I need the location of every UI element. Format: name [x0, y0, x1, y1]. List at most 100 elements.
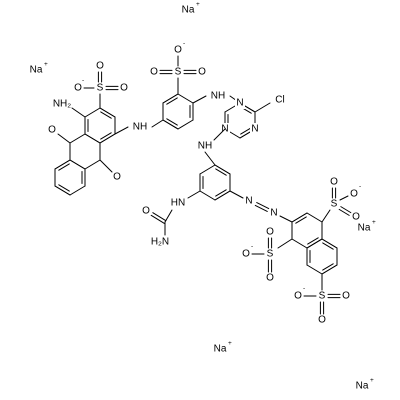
ring-d-dbl-1: [162, 93, 179, 104]
urea-nh: HN: [171, 198, 185, 209]
sulfonate-4-oxygen-top: O: [266, 227, 274, 238]
ring-a-dbl-2-inner: [100, 132, 112, 140]
triazine-n-2: N: [251, 124, 258, 135]
sulfonate-1-oxygen-right: O: [120, 83, 128, 94]
naphthalene-ring-2-bond: [306, 264, 323, 275]
ring-c-dbl-3: [54, 159, 71, 170]
urea-bond-1: [187, 190, 201, 199]
na-ion-2: Na: [30, 65, 43, 76]
sulfonate-4-oxygen-minus: O: [242, 249, 250, 260]
ring-d-dbl-3-inner: [166, 118, 178, 126]
triazine-n-2-bg: [250, 123, 260, 135]
ring-d-dbl-3: [162, 119, 179, 130]
na-ion-1: Na: [182, 5, 195, 16]
urea-nh2: H₂N: [151, 237, 169, 248]
sulfonate-3-sulfur: S: [331, 199, 338, 210]
sulfonate-3-so-right: [338, 208, 350, 216]
sulfonate-2-oxygen-right: O: [198, 67, 206, 78]
sulfonate-5-oxygen-right: O: [342, 291, 350, 302]
quinone-oxygen-1: O: [113, 172, 121, 183]
nh-link-2: NH: [211, 91, 225, 102]
naphthalene-ring-2-bond: [306, 238, 323, 249]
sulfonate-1-oxygen-top: O: [96, 61, 104, 72]
na-ion-5: Na: [356, 381, 369, 392]
ring-c-dbl-3-inner: [58, 163, 70, 171]
azo-n-1: N: [245, 196, 252, 207]
sulfonate-3-so-right-2: [340, 206, 352, 214]
anthraquinone-ring-b-bond: [69, 133, 86, 144]
na-ion-5-charge: +: [370, 377, 374, 384]
nh-link-3-bond: [213, 128, 226, 141]
chlorine-atom: Cl: [275, 95, 284, 106]
ring-a-dbl-1: [99, 107, 116, 118]
nh-link-1: NH: [133, 122, 147, 133]
quinone-bond-2: [57, 133, 71, 144]
ring-c-dbl-2: [54, 185, 71, 196]
chloro-bond: [254, 102, 271, 113]
ring-e-dbl-1: [214, 164, 231, 175]
naphthalene-ring-1-bond: [306, 212, 323, 223]
azo-double-bond: [254, 204, 268, 212]
sulfonate-3-oxygen-minus: O: [350, 189, 358, 200]
ring-e-dbl-2-inner: [215, 189, 227, 197]
sulfonate-2-charge: -: [183, 40, 185, 47]
sulfonate-1-sulfur: S: [97, 83, 104, 94]
sulfonate-4-oxygen-bottom: O: [266, 273, 274, 284]
naph-2-dbl-2-inner: [322, 263, 334, 271]
naph-2-dbl-1-inner: [322, 242, 334, 250]
ring-d-dbl-1-inner: [166, 97, 178, 105]
sulfonate-2-oxygen-minus: O: [174, 45, 182, 56]
sulfonate-3-oxygen-right: O: [352, 212, 360, 223]
urea-oxygen: O: [142, 206, 150, 217]
urea-bond-2: [164, 209, 173, 223]
ring-e-dbl-2: [214, 190, 231, 201]
na-ion-4: Na: [214, 344, 227, 355]
sulfonate-4-sulfur: S: [267, 249, 274, 260]
naph-2-dbl-1: [321, 238, 338, 249]
triazine-n-1-bg: [235, 97, 245, 109]
quinone-oxygen-2: O: [48, 125, 56, 136]
sulfonate-5-sulfur: S: [319, 291, 326, 302]
ring-c-dbl-2-inner: [58, 184, 70, 192]
na-ion-3: Na: [358, 223, 371, 234]
triazine-dbl-2-inner: [240, 127, 252, 135]
nh-link-1-bond-2: [151, 119, 164, 128]
anthraquinone-ring-c-bond: [69, 159, 86, 170]
azo-bond-1: [229, 190, 244, 199]
anthraquinone-ring-b-bond: [84, 133, 101, 144]
naph-1-dbl-1: [291, 212, 308, 223]
sulfonate-1-charge: -: [82, 77, 84, 84]
anthraquinone-ring-b-bond: [84, 159, 101, 170]
naph-1-dbl-1-inner: [295, 216, 307, 224]
phenyl-ring-d-bond: [177, 119, 194, 130]
nh-link-3: NH: [198, 141, 212, 152]
urea-carbonyl-2: [150, 214, 165, 224]
sulfonate-4-bond: [277, 238, 293, 249]
naph-2-dbl-2: [321, 264, 338, 275]
sulfonate-5-oxygen-bottom: O: [318, 315, 326, 326]
nh-link-2-bond: [192, 95, 207, 104]
triazine-n-1: N: [236, 98, 243, 109]
anthraquinone-ring-a-bond: [84, 107, 101, 118]
sulfonate-3-oxygen-top: O: [330, 177, 338, 188]
nh-link-3-bond-2: [204, 151, 216, 166]
azo-double-bond-2: [256, 202, 270, 210]
phenyl-ring-d-bond: [177, 93, 194, 104]
naph-1-dbl-2-inner: [307, 237, 319, 245]
anthraquinone-ring-c-bond: [69, 185, 86, 196]
azo-bond-2: [279, 215, 293, 223]
sulfonate-4-charge: -: [251, 243, 253, 250]
naphthalene-ring-1-bond: [291, 238, 308, 249]
ring-a-dbl-2: [99, 133, 116, 144]
na-ion-1-charge: +: [196, 1, 200, 8]
sulfonate-3-bond: [321, 209, 331, 223]
sulfonate-2-oxygen-left: O: [150, 67, 158, 78]
phenyl-ring-e-bond: [199, 164, 216, 175]
nh-link-1-bond: [114, 126, 129, 135]
na-ion-4-charge: +: [228, 340, 232, 347]
na-ion-2-charge: +: [44, 61, 48, 68]
sulfonate-1-oxygen-minus: O: [74, 83, 82, 94]
azo-n-2: N: [270, 208, 277, 219]
